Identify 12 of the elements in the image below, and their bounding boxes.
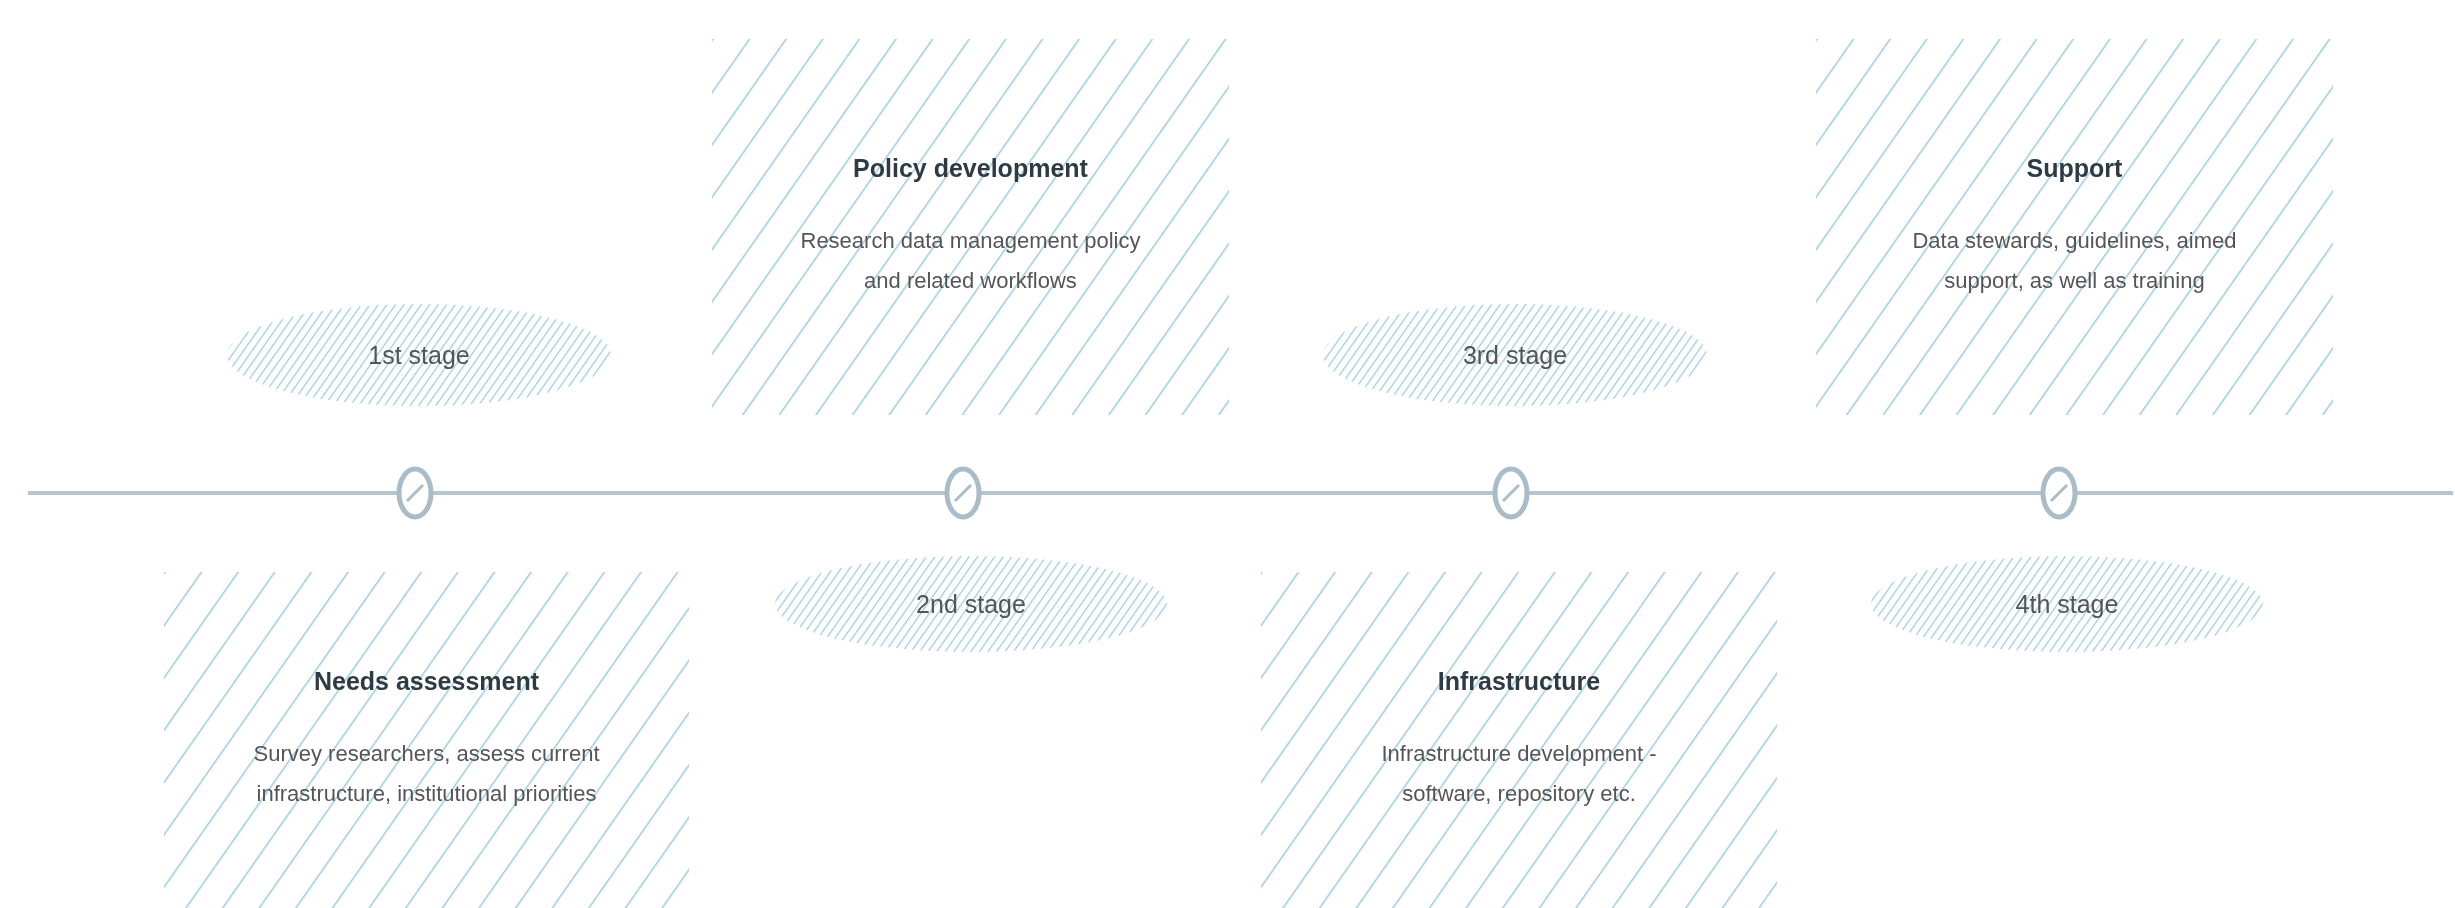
card-title: Needs assessment — [313, 666, 540, 696]
card-description: Infrastructure development - software, repository etc. — [1380, 739, 1658, 808]
card-description: Survey researchers, assess current infrastructure, institutional priorities — [252, 739, 601, 808]
card-description: Research data management policy and related workflows — [799, 226, 1142, 295]
stage-label: 1st stage — [368, 340, 470, 370]
stage-label: 4th stage — [2015, 589, 2119, 619]
stage-label: 3rd stage — [1462, 340, 1568, 370]
card-title: Infrastructure — [1437, 666, 1601, 696]
card-title: Policy development — [853, 153, 1088, 183]
card-description: Data stewards, guidelines, aimed support, as well as training — [1911, 226, 2238, 295]
stage-label: 2nd stage — [916, 589, 1026, 619]
card-title: Support — [2026, 153, 2123, 183]
